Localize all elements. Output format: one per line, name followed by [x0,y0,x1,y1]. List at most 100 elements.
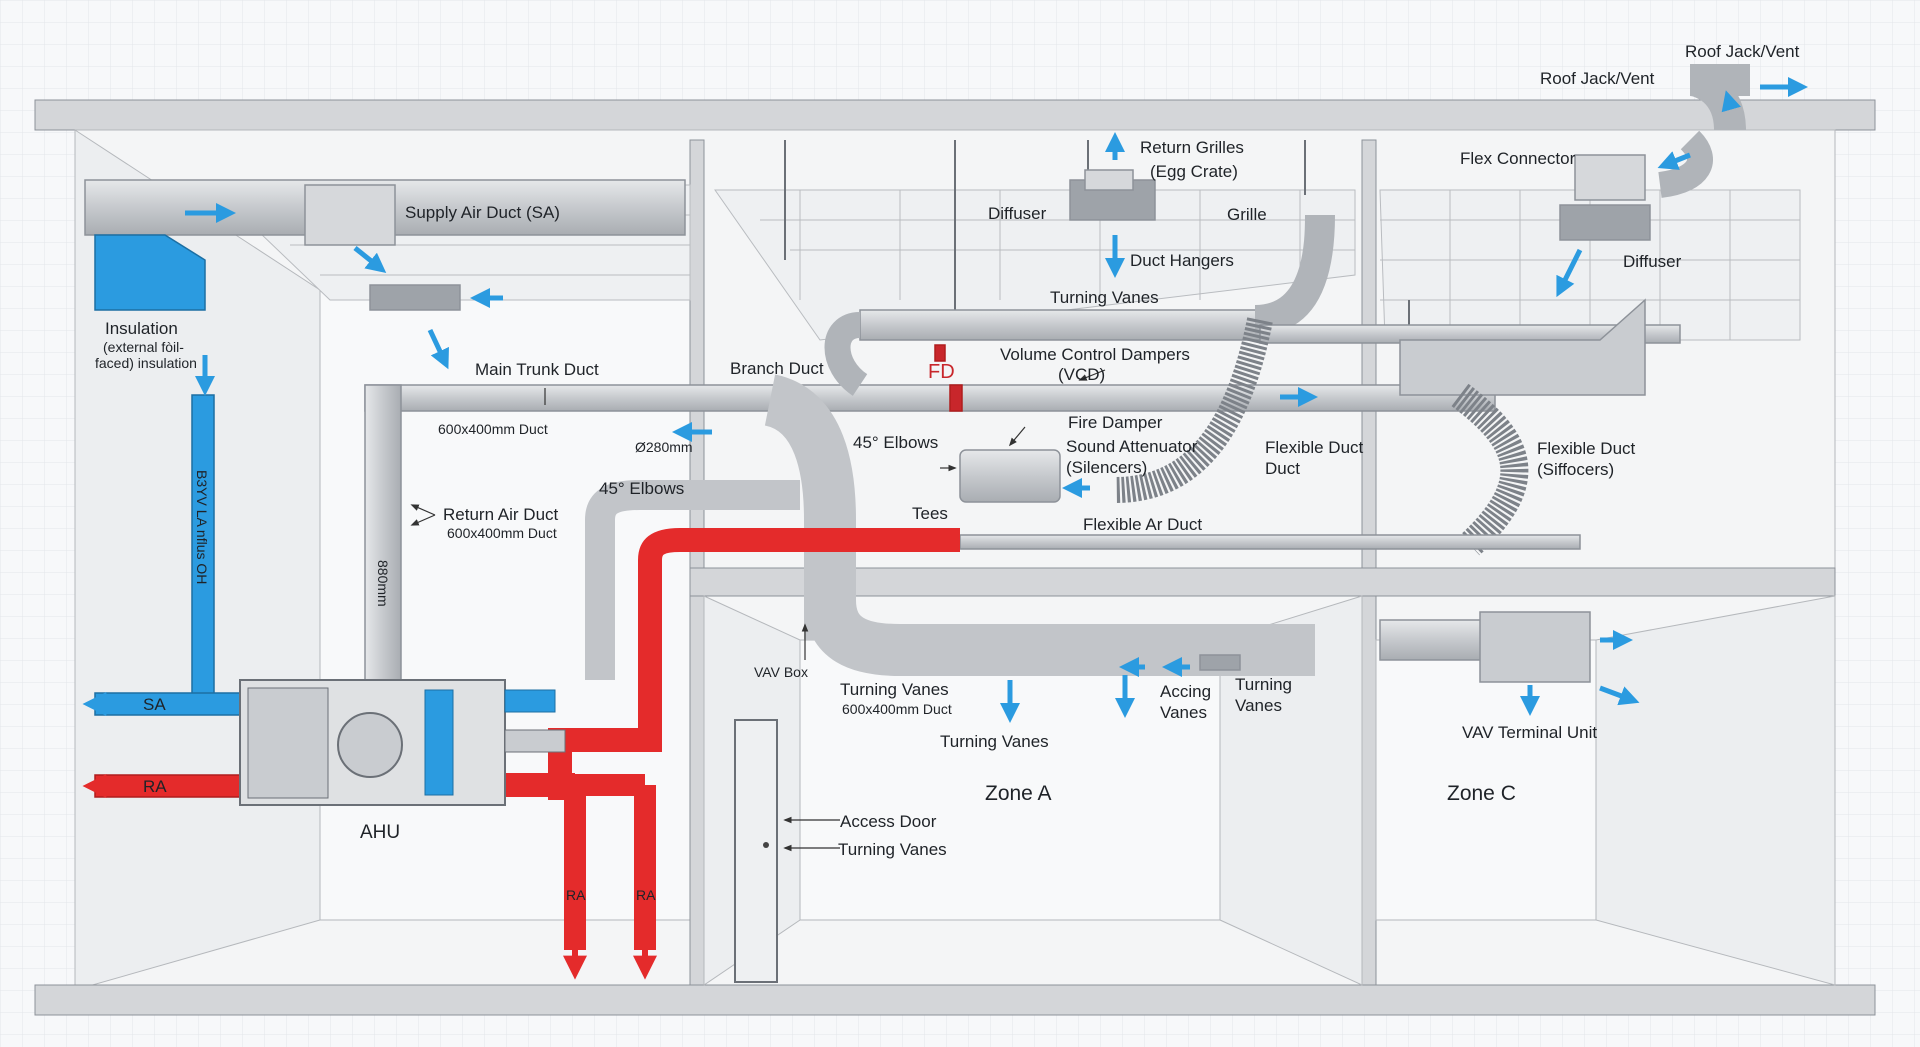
ahu-supply-outlet [504,689,556,713]
label-accing: Accing [1160,682,1211,701]
sa-grille [369,284,461,311]
flexible-duct-right [1451,383,1529,556]
flexible-air-duct [959,534,1581,550]
vav-terminal-box [1479,611,1591,683]
roof-slab [34,99,1876,131]
label-vav-box: VAV Box [754,664,808,680]
return-grille-box [1084,169,1134,191]
partition-wall-1 [689,139,705,991]
label-flexible-ar-duct: Flexible Ar Duct [1083,515,1202,534]
label-roof-jack-vent: Roof Jack/Vent [1540,69,1655,88]
branch-duct-drop [762,374,856,640]
elbow-45-duct [585,480,800,680]
label-insulation-detail-1: (external fòil- [103,339,184,355]
label-flexible-duct-right: Flexible Duct [1537,439,1636,458]
label-grille: Grille [1227,205,1267,224]
sound-attenuator [959,449,1061,503]
lower-trunk [804,598,1315,676]
roof-vent-elbow [1657,130,1713,198]
supply-airflow-arrows [185,77,1808,723]
label-diameter: Ø280mm [635,439,693,455]
fd-marker [934,344,946,362]
ra-outlet [94,774,251,798]
upper-elbow [1253,214,1335,335]
return-air-duct-vertical [364,384,402,681]
floor-slab [34,984,1876,1016]
labels: Roof Jack/Vent Roof Jack/Vent Return Gri… [95,42,1800,903]
label-ra-down-1: RA [566,887,586,903]
label-45-elbows-upper: 45° Elbows [853,433,938,452]
label-turning-vanes-ceiling: Turning Vanes [1050,288,1159,307]
label-silencers: (Silencers) [1066,458,1147,477]
label-turning-vanes-door: Turning Vanes [838,840,947,859]
return-airflow-arrows [82,774,657,980]
right-ceiling-diffuser [1559,204,1651,241]
label-vcd-abbrev: (VCD) [1058,365,1105,384]
label-zone-c: Zone C [1447,782,1516,805]
label-turning-vanes-low: Turning Vanes [840,680,949,699]
label-roof-jack-vent-top: Roof Jack/Vent [1685,42,1800,61]
label-45-elbows-lower: 45° Elbows [599,479,684,498]
ahu-return-connection [504,729,566,753]
return-air-ducts [94,344,963,950]
flex-connector-box [1574,154,1646,201]
label-duct-hangers: Duct Hangers [1130,251,1234,270]
label-egg-crate: (Egg Crate) [1150,162,1238,181]
right-diffuser-box [1399,298,1646,396]
label-fd: FD [928,361,955,383]
label-return-grilles: Return Grilles [1140,138,1244,157]
branch-elbow-left [824,312,869,396]
fire-damper-marker [949,384,963,412]
label-riser: B3YV LA nflus OH [194,470,210,584]
label-turning-vanes-bottom: Turning Vanes [940,732,1049,751]
label-turning-vanes-low-size: 600x400mm Duct [842,701,952,717]
label-diffuser-right: Diffuser [1623,252,1682,271]
ahu-unit [239,679,566,806]
label-branch-duct: Branch Duct [730,359,824,378]
access-door [734,719,778,983]
label-flexible-duct: Flexible Duct [1265,438,1364,457]
main-trunk-duct [364,384,1496,412]
label-turning-right-vanes: Vanes [1235,696,1282,715]
label-diffuser-center: Diffuser [988,204,1047,223]
partition-wall-2 [1361,139,1377,991]
label-flex-connector: Flex Connector [1460,149,1576,168]
label-ahu: AHU [360,822,400,843]
ahu-fan [337,712,403,778]
label-vav-terminal-unit: VAV Terminal Unit [1462,723,1597,742]
roof-vent-duct [1688,64,1750,132]
label-supply-air-duct: Supply Air Duct (SA) [405,203,560,222]
leader-lines [410,369,1106,852]
label-turning-right: Turning [1235,675,1292,694]
label-zone-a: Zone A [985,782,1052,805]
ahu-coil [424,689,454,796]
label-insulation-detail-2: faced) insulation [95,355,197,371]
label-access-door: Access Door [840,812,937,831]
label-insulation: Insulation [105,319,178,338]
insulated-duct-section [94,234,206,311]
label-main-trunk-duct: Main Trunk Duct [475,360,599,379]
label-ra-down-2: RA [636,887,656,903]
label-vcd: Volume Control Dampers [1000,345,1190,364]
ra-duct-main [548,528,960,800]
label-880mm: 880mm [375,560,391,607]
label-ra: RA [143,777,167,796]
floor-slab-middle [689,567,1836,597]
label-accing-vanes: Vanes [1160,703,1207,722]
turning-vanes-grille [1199,654,1241,671]
label-fire-damper: Fire Damper [1068,413,1163,432]
label-sa: SA [143,695,166,714]
label-return-air-duct: Return Air Duct [443,505,559,524]
branch-duct-upper [859,309,1261,341]
sa-outlet [94,692,251,716]
sa-duct-box [304,184,396,246]
label-tees: Tees [912,504,948,523]
label-duct-size-main: 600x400mm Duct [438,421,548,437]
label-sound-attenuator: Sound Attenuator [1066,437,1198,456]
label-flexible-duct-2: Duct [1265,459,1300,478]
door-handle [763,842,769,848]
label-return-duct-size: 600x400mm Duct [447,525,557,541]
ahu-filter-section [247,687,329,799]
